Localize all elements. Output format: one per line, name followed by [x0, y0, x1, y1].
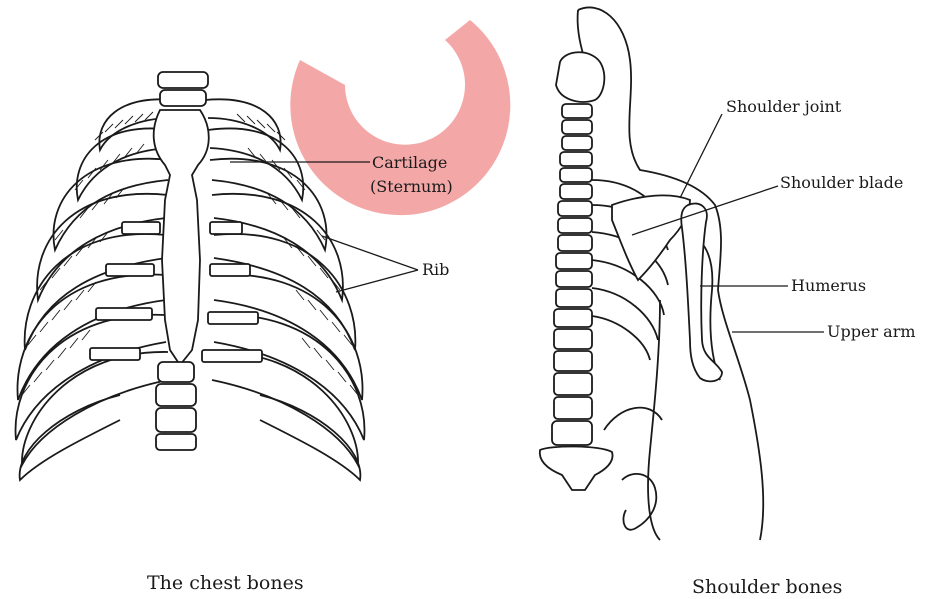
label-upper-arm: Upper arm [827, 322, 916, 341]
caption-shoulder-bones: Shoulder bones [692, 576, 842, 598]
caption-chest-bones: The chest bones [147, 572, 304, 594]
label-shoulder-joint: Shoulder joint [726, 97, 842, 116]
skull-base [556, 52, 604, 102]
rib-leader-2 [336, 270, 418, 292]
ribs-left [16, 99, 175, 480]
label-rib: Rib [422, 260, 449, 279]
arm-outline [648, 230, 720, 540]
label-cartilage: Cartilage [372, 153, 447, 172]
label-humerus: Humerus [791, 276, 866, 295]
label-shoulder-blade: Shoulder blade [780, 173, 903, 192]
lower-vertebrae [156, 362, 196, 450]
humerus [681, 204, 722, 382]
shoulder-skeleton [540, 7, 763, 540]
shoulder-joint-leader [680, 114, 722, 198]
sternum [154, 110, 209, 365]
shoulder-blade [612, 195, 690, 280]
label-sternum: (Sternum) [370, 177, 453, 196]
upper-vertebrae [158, 72, 208, 106]
sacrum [540, 446, 613, 490]
spine [552, 104, 592, 445]
